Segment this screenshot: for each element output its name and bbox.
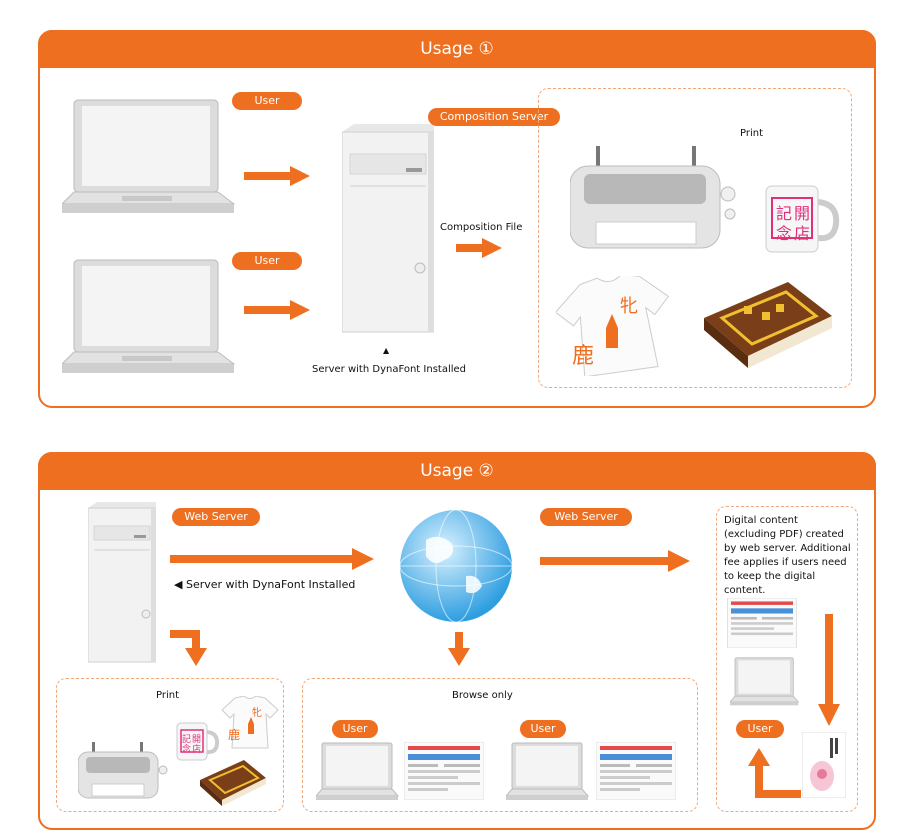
webpage-thumbnail — [726, 598, 798, 648]
tshirt-char: 牝 — [252, 708, 262, 719]
print-label: Print — [740, 128, 764, 139]
digital-content-area — [716, 506, 858, 812]
arrow-down-icon — [818, 614, 840, 726]
printer-icon — [570, 146, 746, 258]
user-label: User — [332, 720, 378, 738]
laptop-icon — [730, 656, 800, 708]
webpage-thumbnail — [596, 742, 676, 800]
print-output-area — [56, 678, 284, 812]
user-label: User — [520, 720, 566, 738]
arrow-right-icon — [540, 550, 690, 572]
arrow-down-icon — [448, 632, 470, 666]
mug-char: 念 — [776, 224, 793, 243]
laptop-icon — [62, 258, 240, 380]
web-server-label: Web Server — [172, 508, 260, 526]
arrow-right-icon — [244, 166, 310, 186]
mug-char: 記 — [776, 204, 793, 223]
composition-server-label: Composition Server — [428, 108, 560, 126]
webpage-thumbnail — [404, 742, 484, 800]
book-icon — [700, 282, 834, 372]
mug-char: 記 — [182, 735, 192, 745]
server-marker: ▲ — [383, 346, 390, 355]
tshirt-char: 鹿 — [228, 728, 241, 742]
arrow-right-icon — [244, 300, 310, 320]
print-output-area — [538, 88, 852, 388]
tshirt-icon — [220, 696, 280, 750]
globe-icon — [396, 506, 516, 626]
mug-char: 店 — [794, 224, 811, 243]
digital-content-note: Digital content (excluding PDF) created … — [724, 515, 851, 596]
panel-2-title: Usage ② — [38, 452, 876, 490]
mug-char: 開 — [794, 204, 811, 223]
digital-content-thumbnail — [802, 732, 846, 798]
arrow-up-bent-icon — [748, 748, 802, 798]
print-label: Print — [156, 690, 180, 701]
mug-char: 店 — [192, 745, 202, 755]
book-icon — [198, 760, 268, 808]
server-caption: Server with DynaFont Installed — [312, 364, 467, 375]
tshirt-char: 鹿 — [572, 344, 595, 369]
mug-icon — [176, 720, 220, 762]
composition-file-label: Composition File — [440, 222, 523, 233]
browse-area — [302, 678, 698, 812]
mug-char: 開 — [192, 735, 202, 745]
arrow-right-icon — [170, 548, 374, 570]
mug-icon — [764, 180, 840, 256]
user-label: User — [736, 720, 784, 738]
printer-icon — [78, 742, 170, 804]
laptop-icon — [506, 742, 590, 802]
web-server-label: Web Server — [540, 508, 632, 526]
panel-1-title: Usage ① — [38, 30, 876, 68]
mug-char: 念 — [182, 745, 192, 755]
server-tower-icon — [342, 124, 434, 336]
browse-label: Browse only — [452, 690, 513, 701]
tshirt-char: 牝 — [620, 296, 638, 317]
laptop-icon — [316, 742, 400, 802]
tshirt-icon — [556, 276, 676, 376]
user-label: User — [232, 252, 302, 270]
server-tower-icon — [88, 502, 156, 664]
arrow-right-icon — [456, 238, 502, 258]
arrow-bent-down-icon — [170, 630, 210, 666]
laptop-icon — [62, 98, 240, 220]
user-label: User — [232, 92, 302, 110]
server-caption: ◀ Server with DynaFont Installed — [174, 578, 356, 591]
